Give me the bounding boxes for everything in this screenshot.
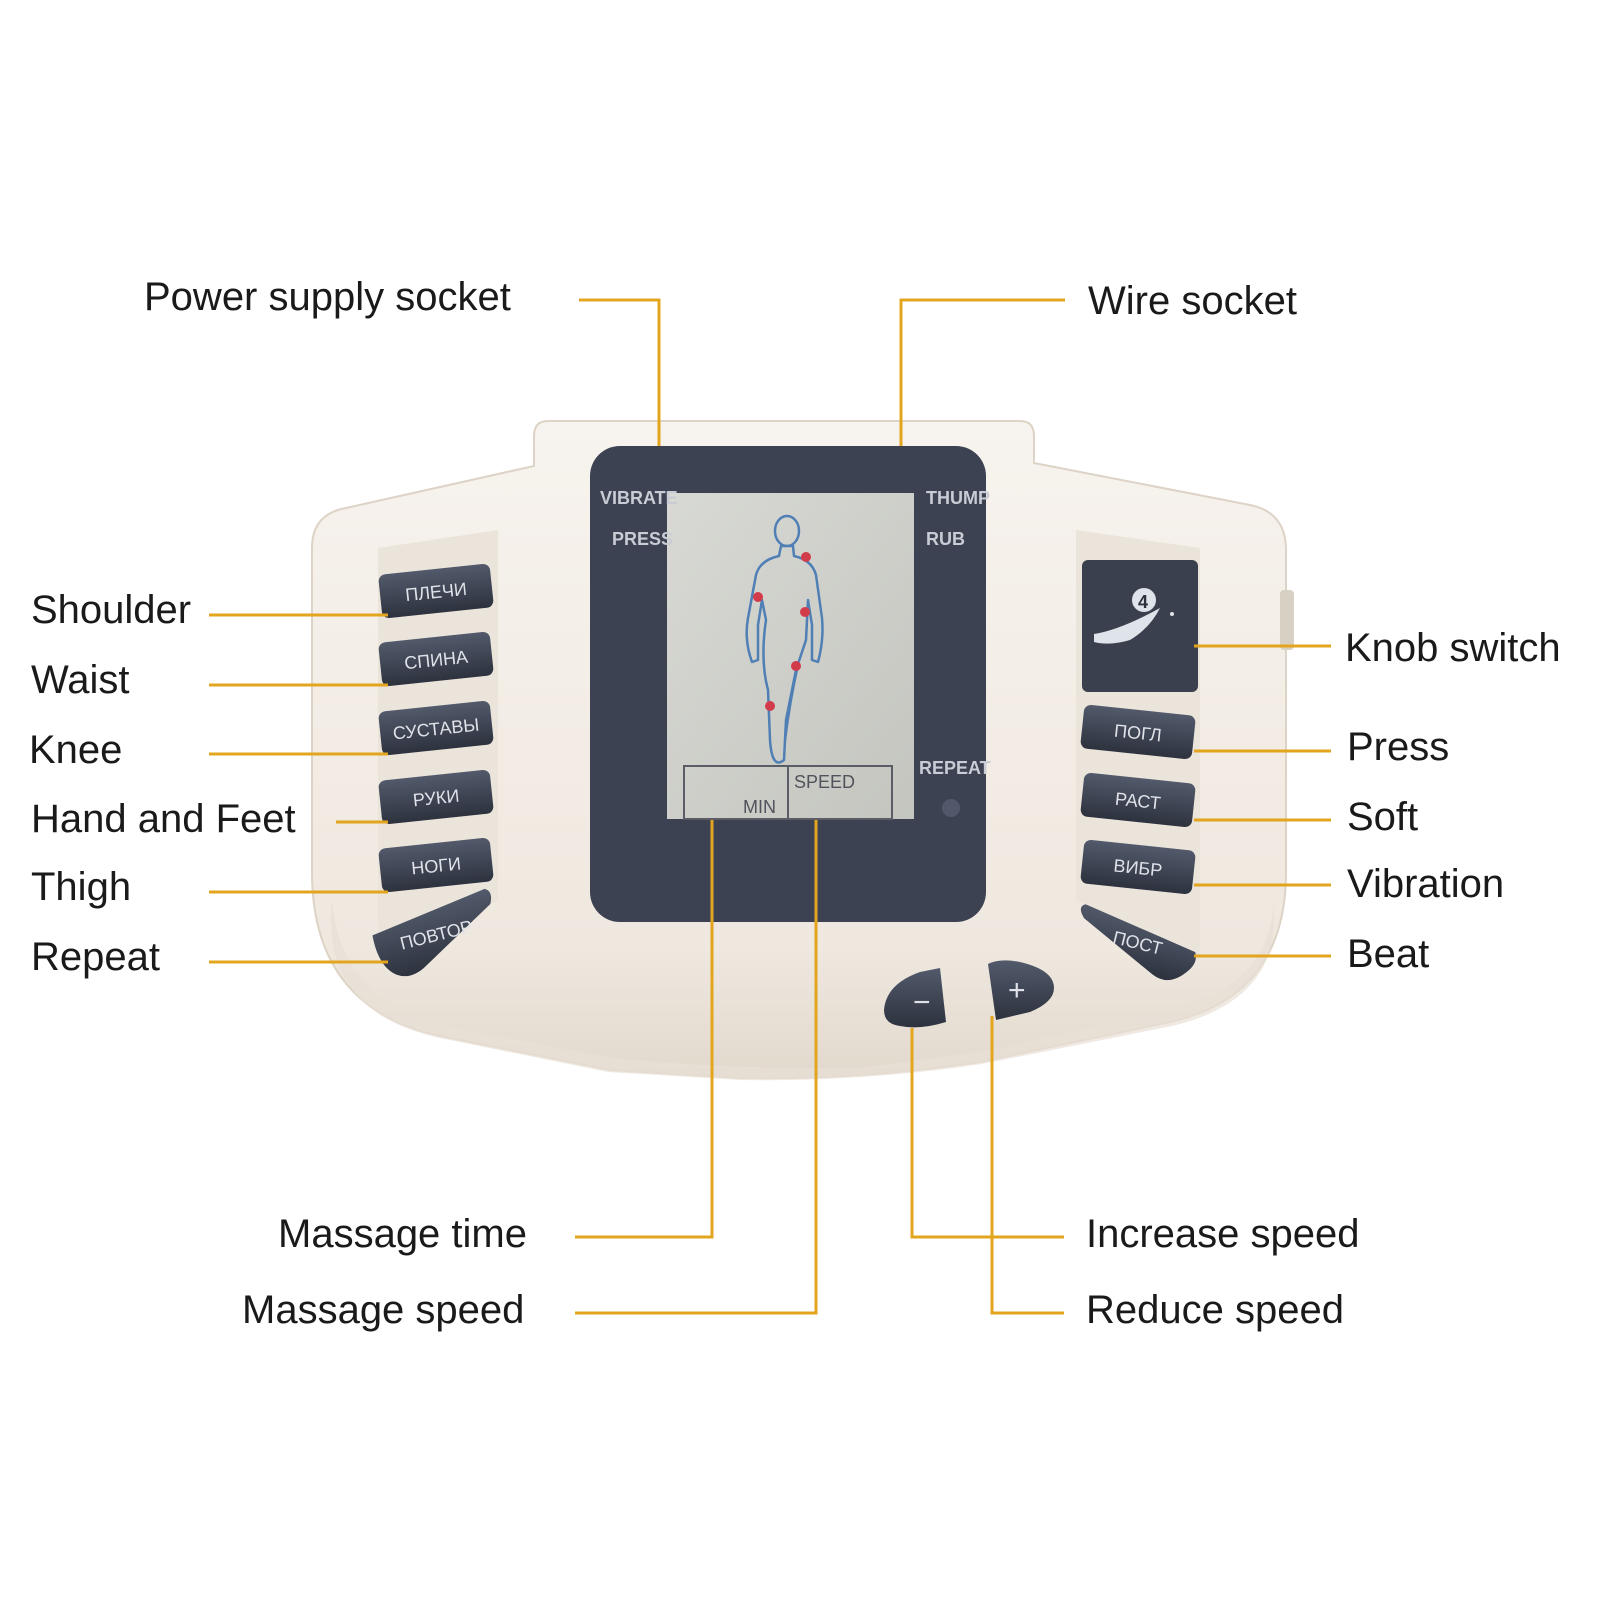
right-button-4-shape: [1080, 904, 1196, 981]
label-press: Press: [1347, 725, 1450, 769]
lcd-display: [667, 493, 914, 819]
lcd-speed-label: SPEED: [794, 772, 855, 792]
left-button-6-shape: [372, 888, 492, 977]
leader-reduce-speed: [990, 1016, 1064, 1315]
side-knob-edge: [1280, 590, 1294, 650]
screen-label-vibrate: VIBRATE: [600, 488, 678, 508]
left-button-5[interactable]: НОГИ: [378, 837, 494, 893]
screen-label-thump: THUMP: [926, 488, 990, 508]
right-button-3-shape: [1080, 839, 1196, 895]
acupoint-markers: [753, 552, 811, 711]
label-soft: Soft: [1347, 795, 1419, 839]
label-vibration: Vibration: [1347, 862, 1505, 906]
leader-massage-speed: [575, 820, 818, 1315]
right-button-1-label: ПОГЛ: [1113, 721, 1162, 746]
label-reduce-speed: Reduce speed: [1086, 1288, 1344, 1332]
left-button-2-shape: [378, 631, 494, 687]
right-button-3[interactable]: ВИБР: [1080, 839, 1196, 895]
screen-label-press: PRESS: [612, 529, 673, 549]
leader-massage-time: [575, 820, 714, 1239]
left-button-4[interactable]: РУКИ: [378, 769, 494, 825]
human-figure-icon: [745, 514, 824, 764]
left-button-4-label: РУКИ: [412, 786, 460, 811]
right-button-1-shape: [1080, 704, 1196, 760]
plus-speed-button[interactable]: +: [988, 960, 1054, 1020]
right-button-2-shape: [1080, 772, 1196, 828]
knob-dot: [1170, 612, 1174, 616]
knob-dial-icon: [1132, 588, 1156, 612]
leader-wire-socket: [899, 298, 1065, 446]
leader-lines: [209, 298, 1331, 1315]
right-button-1[interactable]: ПОГЛ: [1080, 704, 1196, 760]
label-knee: Knee: [29, 728, 123, 772]
knob-switch[interactable]: 4: [1082, 560, 1198, 692]
left-button-4-shape: [378, 769, 494, 825]
screen-label-rub: RUB: [926, 529, 965, 549]
label-waist: Waist: [31, 658, 130, 702]
minus-speed-button[interactable]: −: [884, 968, 946, 1028]
label-knob-switch: Knob switch: [1345, 626, 1561, 670]
minus-icon: −: [913, 986, 931, 1019]
label-massage-time: Massage time: [278, 1212, 527, 1256]
label-thigh: Thigh: [31, 865, 132, 909]
leader-power-supply-socket: [579, 298, 661, 446]
left-button-3-shape: [378, 700, 494, 756]
left-button-3[interactable]: СУСТАВЫ: [378, 700, 494, 756]
left-button-5-shape: [378, 837, 494, 893]
plus-icon: +: [1008, 974, 1026, 1007]
right-button-2-label: РАСТ: [1114, 789, 1162, 814]
left-button-2[interactable]: СПИНА: [378, 631, 494, 687]
knob-wave-icon: [1094, 608, 1160, 644]
leader-increase-speed: [910, 1028, 1064, 1239]
left-button-1-shape: [378, 563, 494, 619]
right-button-2[interactable]: РАСТ: [1080, 772, 1196, 828]
label-hand-and-feet: Hand and Feet: [31, 797, 296, 841]
lcd-readout: [683, 765, 893, 820]
lcd-min-label: MIN: [743, 797, 776, 817]
label-wire-socket: Wire socket: [1088, 279, 1297, 323]
label-increase-speed: Increase speed: [1086, 1212, 1360, 1256]
label-repeat: Repeat: [31, 935, 160, 979]
left-button-1[interactable]: ПЛЕЧИ: [378, 563, 494, 619]
screen-label-repeat: REPEAT: [919, 758, 991, 778]
label-power-supply-socket: Power supply socket: [144, 275, 511, 319]
label-massage-speed: Massage speed: [242, 1288, 525, 1332]
knob-digit: 4: [1138, 592, 1148, 612]
label-shoulder: Shoulder: [31, 588, 192, 632]
repeat-indicator-led: [942, 799, 960, 817]
label-beat: Beat: [1347, 932, 1430, 976]
